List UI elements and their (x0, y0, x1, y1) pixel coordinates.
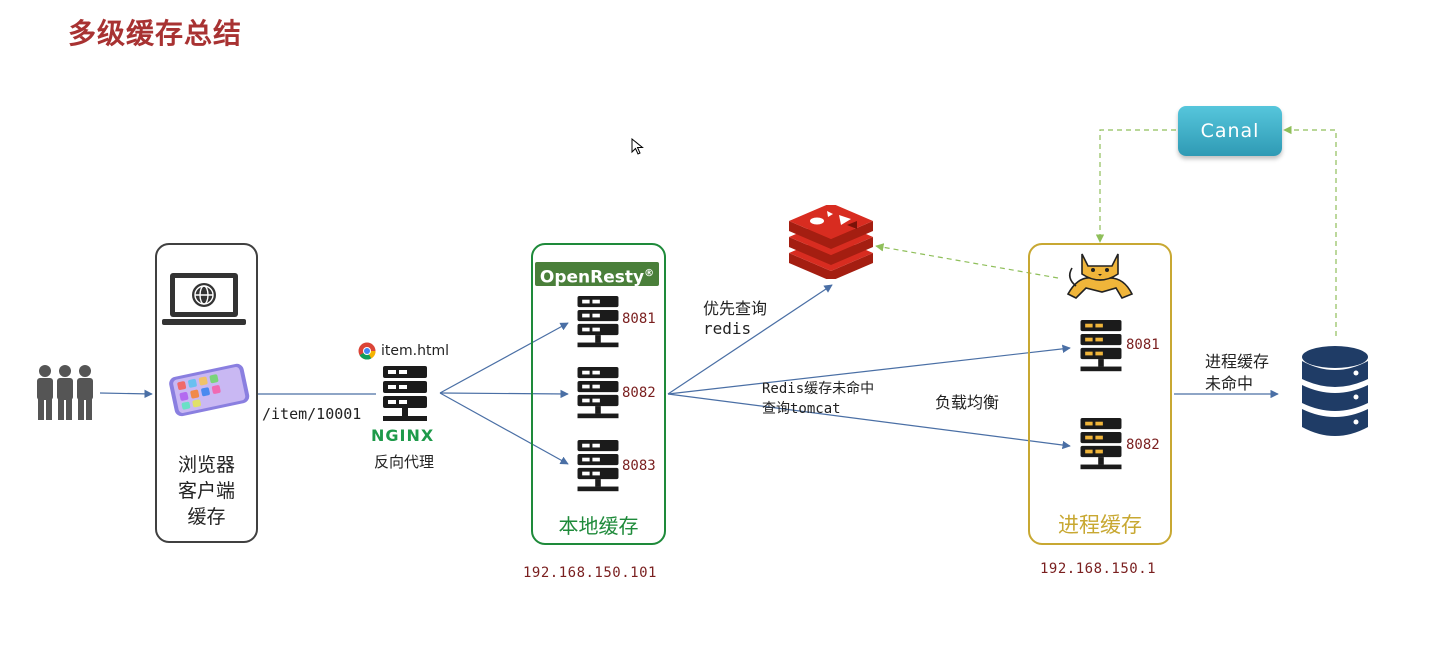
redis-icon (789, 205, 873, 279)
request-path: /item/10001 (262, 405, 362, 423)
tomcat-port-8081: 8081 (1126, 337, 1160, 353)
browser-label-line-3: 缓存 (187, 506, 226, 528)
browser-label-line-1: 浏览器 (177, 454, 235, 476)
redis-miss-note-line-1: Redis缓存未命中 (762, 381, 875, 397)
nginx-logo: NGINX (371, 426, 435, 445)
tomcat-port-8082: 8082 (1126, 437, 1160, 453)
arrow-users-browser (99, 389, 153, 399)
redis-miss-note-line-2: 查询tomcat (762, 401, 841, 417)
laptop-icon (162, 273, 246, 325)
server-icon (383, 366, 427, 421)
tomcat-box (1028, 243, 1172, 545)
tomcat-ip: 192.168.150.1 (1040, 561, 1157, 577)
canal-node: Canal (1178, 106, 1282, 156)
redis-priority-note-line-2: redis (703, 319, 752, 338)
load-balance-label: 负载均衡 (935, 393, 1000, 412)
openresty-box (531, 243, 666, 545)
openresty-port-8081: 8081 (622, 311, 656, 327)
openresty-badge: OpenResty® (535, 262, 659, 288)
registered-mark: ® (644, 268, 655, 279)
arrow-openresty-tomcat-8082 (667, 393, 1071, 450)
page-file-label: item.html (381, 343, 449, 359)
server-icon (577, 440, 619, 492)
browser-cache-box (155, 243, 258, 543)
arrow-tomcat-redis (875, 243, 1059, 279)
local-cache-label: 本地缓存 (558, 514, 639, 538)
phone-icon (169, 363, 250, 417)
openresty-badge-text: OpenResty (539, 267, 645, 288)
database-icon (1302, 346, 1368, 436)
browser-label-line-2: 客户端 (177, 480, 235, 502)
server-icon (577, 367, 619, 419)
process-cache-label: 进程缓存 (1058, 513, 1142, 537)
arrow-db-canal (1283, 125, 1337, 336)
browser-cache-label: 浏览器 客户端 缓存 (155, 452, 258, 530)
server-icon (1080, 320, 1122, 372)
arrow-nginx-8081 (439, 322, 569, 394)
arrow-openresty-redis (667, 284, 833, 395)
redis-priority-note-line-1: 优先查询 (703, 299, 768, 318)
arrow-nginx-8082 (439, 389, 569, 399)
users-icon (37, 365, 93, 420)
arrow-nginx-8083 (439, 392, 569, 465)
reverse-proxy-label: 反向代理 (374, 453, 435, 471)
db-note-line-2: 未命中 (1205, 374, 1254, 393)
openresty-ip: 192.168.150.101 (523, 565, 657, 581)
chrome-icon (358, 342, 376, 360)
tomcat-icon (1066, 253, 1134, 299)
page-title: 多级缓存总结 (68, 17, 243, 50)
openresty-port-8083: 8083 (622, 458, 656, 474)
arrow-canal-tomcat (1095, 129, 1176, 243)
openresty-port-8082: 8082 (622, 385, 656, 401)
cursor-icon (631, 138, 644, 155)
server-icon (1080, 418, 1122, 470)
db-note-line-1: 进程缓存 (1205, 352, 1270, 371)
server-icon (577, 296, 619, 348)
arrow-openresty-tomcat-8081 (667, 344, 1071, 395)
